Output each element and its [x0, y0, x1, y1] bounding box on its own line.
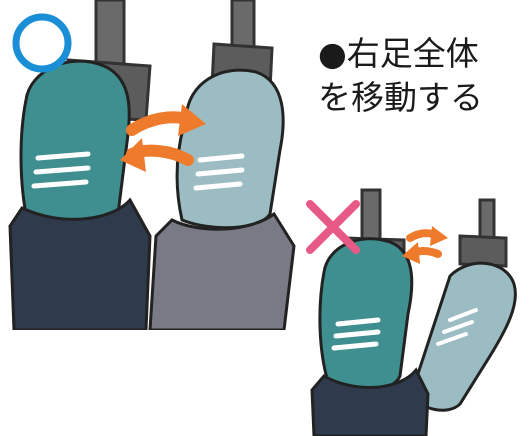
- pivot-shoe-dark: [318, 237, 414, 392]
- incorrect-illustration: [306, 188, 517, 436]
- active-leg-pants: [8, 197, 152, 330]
- arrow-right-head: [178, 104, 206, 136]
- small-arrow-right-head: [430, 226, 448, 246]
- incorrect-panel: [300, 180, 530, 436]
- inactive-shoe: [175, 68, 285, 230]
- correct-illustration: [8, 0, 296, 330]
- brake-pedal-rod: [94, 0, 126, 72]
- inactive-leg-pants: [148, 211, 296, 330]
- arrow-left-head: [120, 138, 146, 172]
- caption-line-2: を移動する: [318, 78, 483, 117]
- incorrect-cross-mark: [306, 200, 360, 254]
- correct-circle-mark: [12, 13, 72, 73]
- pivot-leg-pants: [310, 367, 430, 436]
- correct-panel: [0, 0, 300, 330]
- small-arrow-left-head: [402, 242, 420, 264]
- accelerator-pedal-pad-small: [458, 234, 508, 268]
- active-shoe-laces: [31, 151, 91, 189]
- caption: ●右足全体 を移動する: [318, 32, 530, 120]
- accelerator-pedal-rod: [230, 0, 256, 52]
- pivot-shoe-light-laces: [436, 308, 478, 346]
- pivot-shoe-dark-laces: [331, 317, 381, 351]
- inactive-shoe-laces: [193, 153, 245, 191]
- caption-line-1: ●右足全体: [318, 34, 479, 73]
- active-shoe: [19, 59, 131, 233]
